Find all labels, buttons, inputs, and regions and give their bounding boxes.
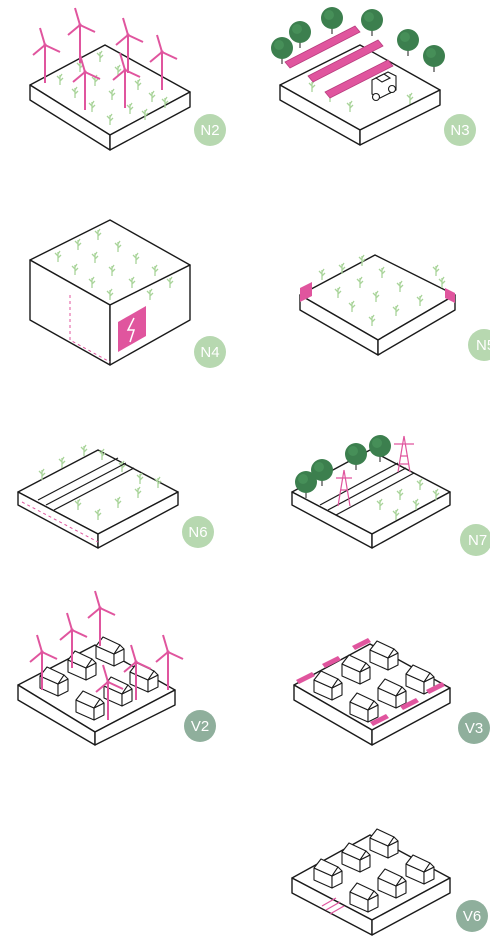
- scenario-code: V3: [465, 720, 483, 737]
- scenario-badge: V3: [458, 712, 490, 744]
- scenario-badge: N3: [444, 114, 476, 146]
- scenario-code: N6: [188, 524, 207, 541]
- scenario-badge: N6: [182, 516, 214, 548]
- panel-v3: V3: [294, 638, 490, 745]
- scenario-code: N3: [450, 122, 469, 139]
- scenario-code: V2: [191, 718, 209, 735]
- panel-n2: N2: [30, 8, 226, 150]
- landscape-block: [18, 450, 178, 548]
- scenario-badge: N7: [460, 524, 490, 556]
- scenario-code: N5: [476, 337, 490, 354]
- scenario-code: N2: [200, 122, 219, 139]
- panel-n3: N3: [271, 7, 476, 146]
- panel-v6: V6: [292, 829, 488, 935]
- panel-n4: N4: [30, 220, 226, 368]
- panel-n6: N6: [18, 445, 214, 548]
- scenario-badge: N5: [468, 329, 490, 361]
- scenario-badge: V6: [456, 900, 488, 932]
- scenario-code: N7: [468, 532, 487, 549]
- panel-n5: N5: [300, 255, 490, 361]
- panel-n7: N7: [292, 435, 490, 556]
- scenario-code: N4: [200, 344, 219, 361]
- scenario-badge: V2: [184, 710, 216, 742]
- panel-v2: V2: [18, 591, 216, 745]
- scenario-badge: N4: [194, 336, 226, 368]
- scenario-badge: N2: [194, 114, 226, 146]
- scenario-code: V6: [463, 908, 481, 925]
